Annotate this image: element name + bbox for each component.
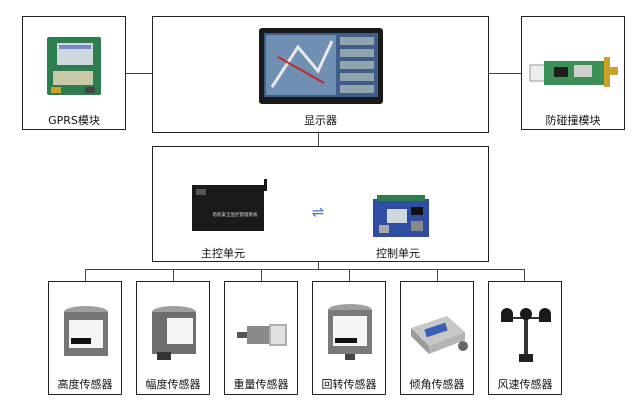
weight-sensor-image	[235, 320, 291, 350]
bus-drop-6	[524, 269, 526, 282]
line-display-controller	[318, 132, 320, 147]
line-gprs-display	[125, 73, 153, 75]
bus-drop-3	[261, 269, 263, 282]
main-control-unit-label: 主控单元	[201, 247, 245, 260]
sensor-tilt-box: 倾角传感器	[400, 281, 474, 395]
controller-box: 塔机安全监控管理系统 主控单元 ⇌ 控制单元	[152, 146, 489, 262]
anticollision-module-box: 防碰撞模块	[521, 16, 625, 130]
control-unit-image	[371, 193, 431, 241]
sensor-label-rotation: 回转传感器	[321, 378, 377, 391]
sensor-label-weight: 重量传感器	[233, 378, 289, 391]
bus-drop-5	[437, 269, 439, 282]
height-sensor-image	[61, 304, 111, 360]
rotation-sensor-image	[325, 302, 375, 362]
tilt-sensor-image	[407, 312, 469, 356]
gprs-module-box: GPRS模块	[22, 16, 126, 130]
gprs-module-label: GPRS模块	[48, 114, 100, 127]
gprs-module-image	[45, 35, 103, 97]
sensor-amplitude-box: 幅度传感器	[136, 281, 210, 395]
anticollision-module-label: 防碰撞模块	[545, 114, 601, 127]
sensor-label-height: 高度传感器	[57, 378, 113, 391]
main-control-unit-image	[190, 177, 270, 235]
main-control-screen-text: 塔机安全监控管理系统	[212, 213, 258, 218]
amplitude-sensor-image	[149, 304, 199, 360]
line-controller-bus	[318, 262, 320, 270]
bus-drop-4	[349, 269, 351, 282]
sensor-wind-box: 风速传感器	[488, 281, 562, 395]
sensor-label-tilt: 倾角传感器	[409, 378, 465, 391]
bus-drop-1	[85, 269, 87, 282]
sensor-bus	[85, 269, 524, 271]
display-box: 显示器	[152, 16, 489, 133]
bus-drop-2	[173, 269, 175, 282]
line-display-anticollision	[488, 73, 522, 75]
anticollision-module-image	[528, 53, 620, 91]
sensor-rotation-box: 回转传感器	[312, 281, 386, 395]
sensor-label-wind: 风速传感器	[497, 378, 553, 391]
sensor-height-box: 高度传感器	[48, 281, 122, 395]
sensor-label-amplitude: 幅度传感器	[145, 378, 201, 391]
display-label: 显示器	[304, 114, 337, 127]
display-image	[258, 27, 384, 105]
sensor-weight-box: 重量传感器	[224, 281, 298, 395]
control-unit-label: 控制单元	[376, 247, 420, 260]
bidirectional-arrow-icon: ⇌	[311, 203, 325, 221]
wind-sensor-image	[499, 304, 553, 364]
